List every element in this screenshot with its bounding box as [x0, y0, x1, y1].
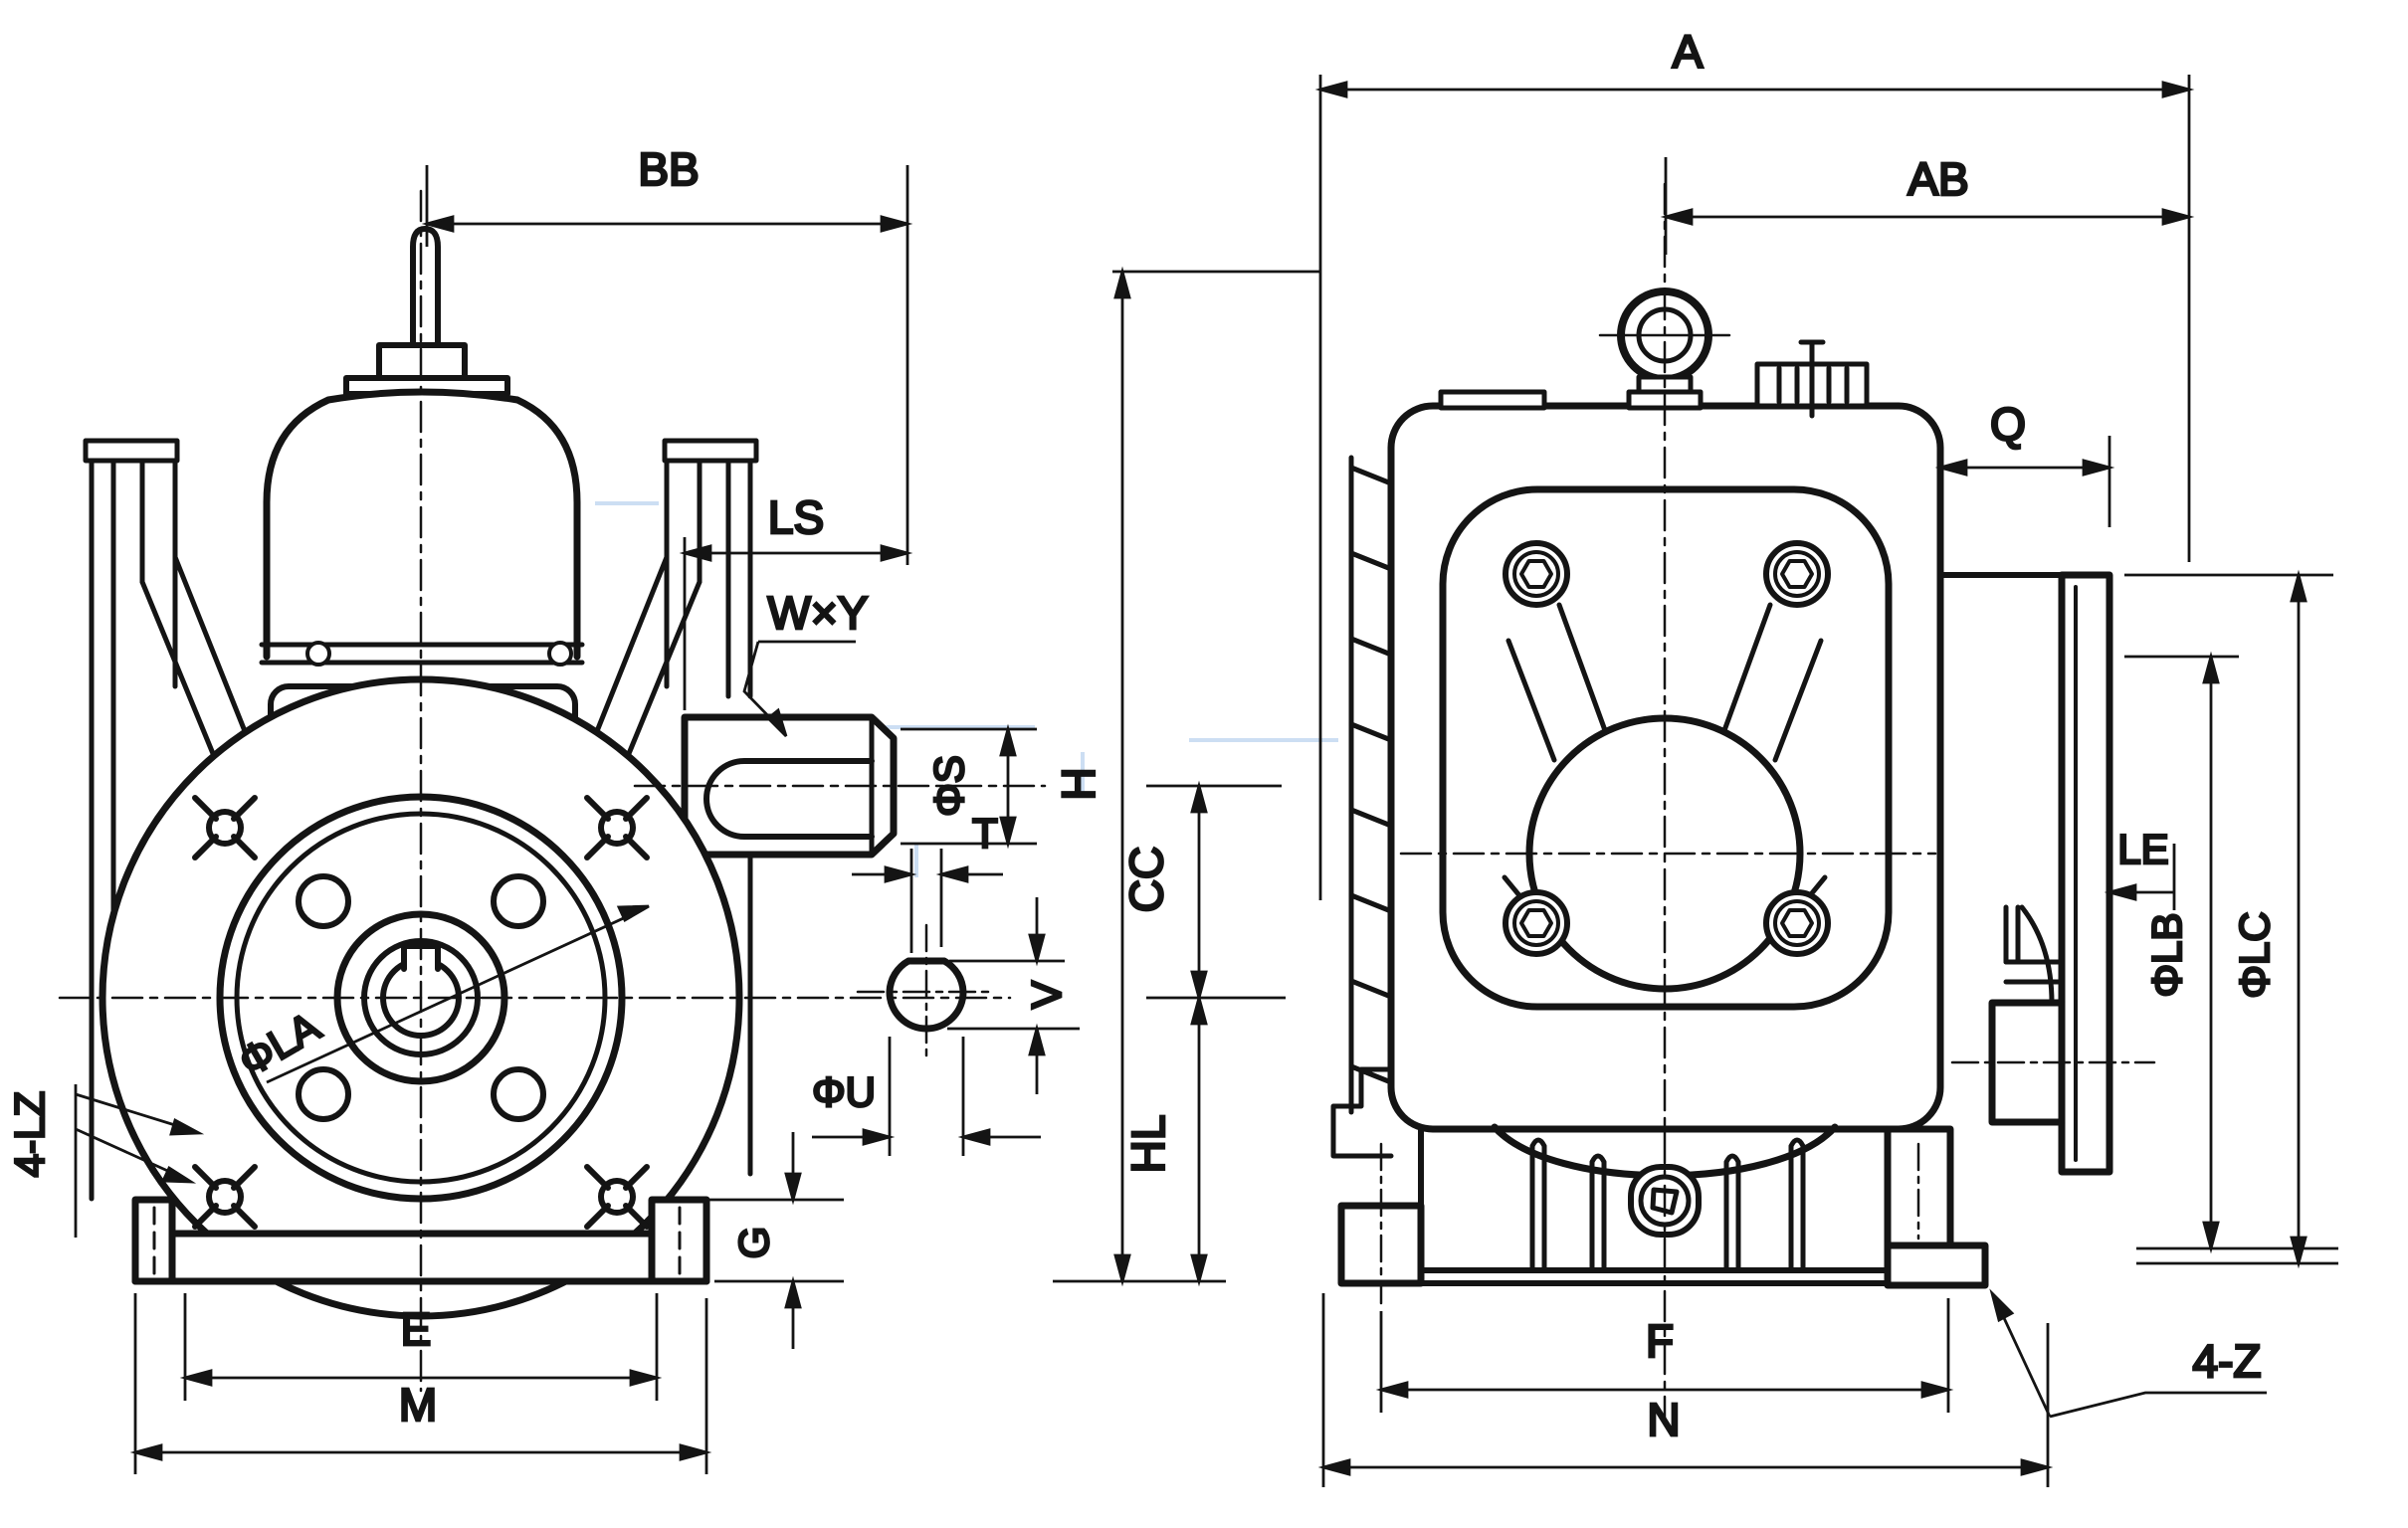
- dim-phis: ΦS: [901, 723, 1037, 850]
- dim-h: H: [1052, 266, 1320, 1287]
- bottom-ribs: [1529, 1137, 1806, 1273]
- dim-label-phiu: ΦU: [812, 1068, 876, 1115]
- dim-a: A: [1314, 25, 2195, 900]
- dim-e: E: [179, 1293, 663, 1401]
- bearing-cover: [1439, 485, 1893, 1011]
- dim-label-e: E: [401, 1303, 432, 1355]
- dim-label-a: A: [1673, 26, 1704, 78]
- side-bottom: [1337, 1123, 1989, 1305]
- dim-label-h: H: [1053, 767, 1104, 800]
- dim-q: Q: [1934, 397, 2115, 527]
- shaft-cross-section: [856, 923, 997, 1061]
- front-centerlines: [58, 189, 1047, 1393]
- side-dimensions: A AB Q H: [1052, 25, 2338, 1487]
- dim-m: M: [129, 1293, 712, 1474]
- dim-phiu: ΦU: [811, 1037, 1041, 1156]
- dim-philb: ΦLB: [2124, 651, 2338, 1254]
- dim-cc: CC: [1119, 780, 1286, 1004]
- breather-plug: [1754, 339, 1870, 419]
- dim-philc: ΦLC: [2124, 569, 2338, 1269]
- front-dimensions: BB LS W×Y ΦS: [5, 142, 1080, 1474]
- dim-f: F: [1375, 1298, 1954, 1413]
- dim-label-cc: CC: [1120, 847, 1172, 912]
- side-centerlines: [1399, 182, 1937, 1427]
- dim-label-v: V: [1023, 981, 1070, 1009]
- dim-hl: HL: [1121, 992, 1208, 1287]
- foot-holes-lz: [192, 795, 650, 1230]
- dim-label-m: M: [399, 1379, 437, 1431]
- dim-ab: AB: [1660, 152, 2195, 255]
- dim-label-lz: 4-LZ: [6, 1091, 53, 1177]
- dim-label-bb: BB: [638, 143, 699, 195]
- dim-bb: BB: [421, 142, 913, 565]
- dim-n: N: [1317, 1293, 2054, 1487]
- vent-pin: [343, 226, 510, 397]
- dim-label-ls: LS: [768, 491, 824, 543]
- dim-label-le: LE: [2117, 826, 2168, 872]
- side-cooling-fins: [1330, 455, 1394, 1159]
- front-view: [58, 189, 1047, 1393]
- dim-label-philb: ΦLB: [2143, 913, 2190, 998]
- dim-label-f: F: [1646, 1315, 1674, 1367]
- dim-label-z: 4-Z: [2193, 1335, 2262, 1387]
- output-flange-side: [1937, 571, 2156, 1176]
- dim-ls: LS: [679, 490, 913, 710]
- dim-t: T: [852, 809, 1003, 953]
- dim-label-philc: ΦLC: [2231, 911, 2278, 998]
- dim-label-g: G: [730, 1227, 777, 1259]
- dim-le: LE: [2104, 825, 2176, 910]
- dim-lz: 4-LZ: [5, 1084, 205, 1238]
- side-view: [1330, 182, 2156, 1427]
- dim-label-hl: HL: [1122, 1115, 1174, 1174]
- dim-label-ab: AB: [1907, 153, 1968, 205]
- dim-v: V: [947, 897, 1080, 1094]
- dim-label-wxy: W×Y: [768, 587, 869, 639]
- dim-g: G: [697, 1132, 844, 1349]
- dim-label-q: Q: [1990, 398, 2026, 450]
- dim-wxy: W×Y: [742, 586, 870, 737]
- dim-z: 4-Z: [1989, 1288, 2267, 1419]
- dim-label-phis: ΦS: [925, 755, 972, 817]
- housing-top-tab: [1438, 389, 1547, 411]
- cover-bolts: [1503, 540, 1831, 957]
- dim-label-t: T: [972, 810, 998, 857]
- dim-label-n: N: [1647, 1394, 1680, 1445]
